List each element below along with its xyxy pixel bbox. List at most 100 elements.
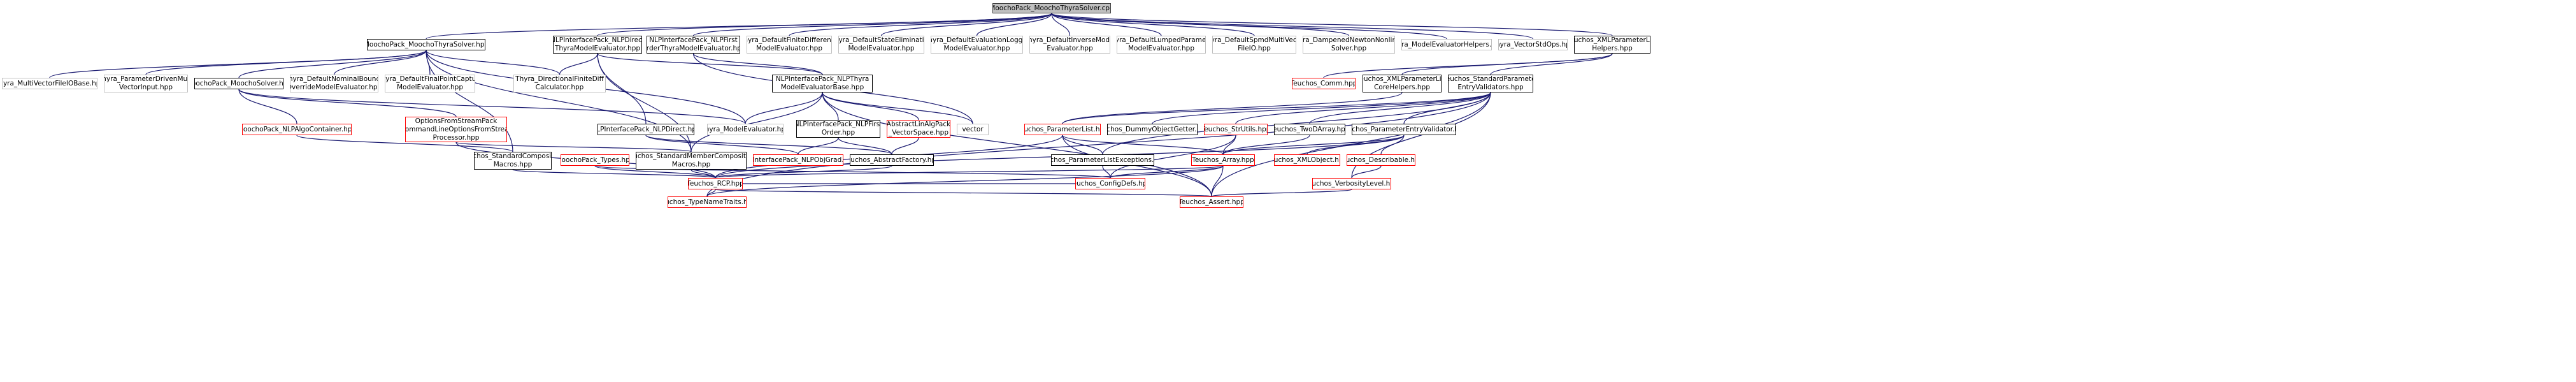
node-options-from-stream-pack[interactable]: OptionsFromStreamPack _CommandLineOption… [405,117,507,142]
edge-mts-to-pdmvi [145,50,427,75]
node-moochopack-nlp-algo-container[interactable]: MoochoPack_NLPAlgoContainer.hpp [242,124,352,135]
edge-mts-to-nominal [333,50,427,75]
edge-stdparam-to-twod [1309,92,1491,124]
node-nlpinterfacepack-nlpfirst-order[interactable]: NLPInterfacePack_NLPFirst Order.hpp [796,120,880,138]
node-teuchos-two-d-array[interactable]: Teuchos_TwoDArray.hpp [1274,124,1345,135]
node-teuchos-config-defs[interactable]: Teuchos_ConfigDefs.hpp [1075,178,1145,189]
edge-xmlhelpers-to-xmlcore [1401,53,1613,75]
node-nlpdirect-thyra-model-evaluator[interactable]: NLPInterfacePack_NLPDirect ThyraModelEva… [553,36,642,54]
edge-algocont-to-stdcomp [296,135,513,152]
node-std-vector[interactable]: vector [957,124,989,135]
node-teuchos-xml-parameter-list-core-helpers[interactable]: Teuchos_XMLParameterList CoreHelpers.hpp [1363,75,1442,92]
node-thyra-default-lumped-parameter[interactable]: Thyra_DefaultLumpedParameter ModelEvalua… [1117,36,1206,54]
edge-paramlist-to-assert [1062,135,1212,197]
node-teuchos-comm[interactable]: Teuchos_Comm.hpp [1292,78,1356,89]
node-teuchos-dummy-object-getter[interactable]: Teuchos_DummyObjectGetter.hpp [1107,124,1198,135]
edge-msolver-to-algocont [238,89,297,124]
edge-mtypes-to-rcp [594,165,716,179]
edge-stdparam-to-typename [706,92,1491,197]
node-thyra-default-finite-difference[interactable]: Thyra_DefaultFiniteDifference ModelEvalu… [747,36,832,54]
edge-nlpdirect-to-dirfd [559,53,598,75]
edge-root-to-inverse [1051,13,1071,36]
node-thyra-dampened-newton[interactable]: Thyra_DampenedNewtonNonlinear Solver.hpp [1303,36,1395,54]
node-teuchos-verbosity-level[interactable]: Teuchos_VerbosityLevel.hpp [1312,178,1391,189]
edge-root-to-logger [976,13,1052,36]
edge-nlpthyrabase-to-vector [822,92,973,124]
node-thyra-directional-finite-diff[interactable]: Thyra_DirectionalFiniteDiff Calculator.h… [513,75,606,92]
edge-absfactory-to-rcp [715,165,892,179]
edge-root-to-nlpdirect [597,13,1052,36]
edge-describable-to-verbosity [1351,165,1382,179]
node-teuchos-standard-composition-macros[interactable]: Teuchos_StandardComposition Macros.hpp [474,152,552,170]
edge-stdcomp-to-rcp [512,169,716,179]
node-thyra-default-state-elimination[interactable]: Thyra_DefaultStateElimination ModelEvalu… [838,36,924,54]
edge-rcp-to-assert [715,189,1212,197]
node-moochopack-types[interactable]: MoochoPack_Types.hpp [561,154,629,166]
edge-strutils-to-configdefs [1110,135,1236,179]
node-nlpinterfacepack-nlpdirect[interactable]: NLPInterfacePack_NLPDirect.hpp [597,124,694,135]
node-nlpthyra-model-evaluator-base[interactable]: NLPInterfacePack_NLPThyra ModelEvaluator… [772,75,873,92]
node-teuchos-xml-object[interactable]: Teuchos_XMLObject.hpp [1274,154,1340,166]
node-teuchos-parameter-list-exceptions[interactable]: Teuchos_ParameterListExceptions.hpp [1051,154,1154,166]
edge-root-to-mts [426,13,1052,40]
edge-root-to-nlpfirst [692,13,1052,36]
node-teuchos-parameter-entry-validator[interactable]: Teuchos_ParameterEntryValidator.hpp [1352,124,1456,135]
edge-root-to-mehelpers [1051,13,1447,40]
edge-nlpfirst-to-nlpthyrabase [692,53,823,75]
node-thyra-default-inverse-model[interactable]: Thyra_DefaultInverseModel Evaluator.hpp [1029,36,1110,54]
node-thyra-model-evaluator-helpers[interactable]: Thyra_ModelEvaluatorHelpers.hpp [1401,39,1492,50]
node-nlpfirst-order-thyra-model-evaluator[interactable]: NLPInterfacePack_NLPFirst OrderThyraMode… [647,36,740,54]
node-teuchos-abstract-factory[interactable]: Teuchos_AbstractFactory.hpp [850,154,934,166]
node-teuchos-xml-parameter-list-helpers[interactable]: Teuchos_XMLParameterList Helpers.hpp [1574,36,1650,54]
edge-xmlhelpers-to-stdparam [1490,53,1613,75]
node-nlpinterfacepack-nlp-obj-grad[interactable]: NLPInterfacePack_NLPObjGrad.hpp [753,154,843,166]
node-teuchos-assert[interactable]: Teuchos_Assert.hpp [1180,196,1243,208]
edge-nlpthyrabase-to-nlpfirsthpp [822,92,839,121]
node-thyra-parameter-driven-multivector-input[interactable]: Thyra_ParameterDrivenMulti VectorInput.h… [104,75,188,92]
edge-nlpfirsthpp-to-absfactory [838,137,892,155]
edge-paramlist-to-plexc [1062,135,1103,155]
node-teuchos-describable[interactable]: Teuchos_Describable.hpp [1347,154,1415,166]
node-thyra-vector-std-ops[interactable]: Thyra_VectorStdOps.hpp [1498,39,1568,50]
node-thyra-default-evaluation-logger[interactable]: Thyra_DefaultEvaluationLogger ModelEvalu… [931,36,1023,54]
edge-array-to-rcp [715,165,1224,179]
node-moochopack-moochothyrasolver-hpp[interactable]: MoochoPack_MoochoThyraSolver.hpp [367,39,485,50]
node-teuchos-rcp[interactable]: Teuchos_RCP.hpp [688,178,743,189]
node-teuchos-standard-member-composition-macros[interactable]: Teuchos_StandardMemberComposition Macros… [636,152,747,170]
node-thyra-default-nominal-bounds[interactable]: Thyra_DefaultNominalBounds OverrideModel… [290,75,378,92]
edge-nlpthyrabase-to-assert [822,92,1212,197]
edge-stdparam-to-paramlist [1062,92,1491,124]
edge-root-to-lumped [1051,13,1162,36]
edge-pev-to-xmlobject [1306,135,1405,155]
edge-mts-to-stdcomp [426,50,513,152]
edge-root-to-xmlhelpers [1051,13,1613,36]
edge-xmlcore-to-paramlist [1062,92,1403,124]
node-moochopack-moochothyrasolver-cpp[interactable]: MoochoPack_MoochoThyraSolver.cpp [992,3,1111,13]
edge-nlpdirecthpp-to-absfactory [645,135,892,155]
edge-msolver-to-thyramehpp [238,89,746,124]
node-abstract-lin-alg-pack-vector-space[interactable]: AbstractLinAlgPack _VectorSpace.hpp [887,120,950,138]
edge-nlpthyrabase-to-abslin [822,92,919,121]
node-teuchos-parameter-list[interactable]: Teuchos_ParameterList.hpp [1024,124,1101,135]
edge-root-to-spmd [1051,13,1255,36]
node-teuchos-str-utils[interactable]: Teuchos_StrUtils.hpp [1204,124,1268,135]
edge-pev-to-array [1222,135,1405,155]
edge-abslin-to-absfactory [891,137,919,155]
node-thyra-default-spmd-multivector[interactable]: Thyra_DefaultSpmdMultiVector FileIO.hpp [1212,36,1296,54]
node-thyra-model-evaluator[interactable]: Thyra_ModelEvaluator.hpp [707,124,784,135]
edge-array-to-assert [1211,165,1224,197]
edge-stdparam-to-strutils [1235,92,1491,124]
edge-twod-to-array [1222,135,1310,155]
node-teuchos-type-name-traits[interactable]: Teuchos_TypeNameTraits.hpp [668,196,747,208]
node-teuchos-standard-parameter-entry-validators[interactable]: Teuchos_StandardParameter EntryValidator… [1448,75,1533,92]
edge-optstream-to-stdmember [455,142,692,152]
node-teuchos-array[interactable]: Teuchos_Array.hpp [1191,154,1255,166]
node-thyra-default-final-point-capture[interactable]: Thyra_DefaultFinalPointCapture ModelEval… [385,75,475,92]
node-moochopack-moocho-solver[interactable]: MoochoPack_MoochoSolver.hpp [194,78,283,89]
edge-nlpdirect-to-nlpthyrabase [597,53,823,75]
edge-nlpdirecthpp-to-objgrad [645,135,799,155]
edge-stdparam-to-dummyobj [1152,92,1491,124]
node-thyra-multivector-fileio-base[interactable]: Thyra_MultiVectorFileIOBase.hpp [2,78,97,89]
